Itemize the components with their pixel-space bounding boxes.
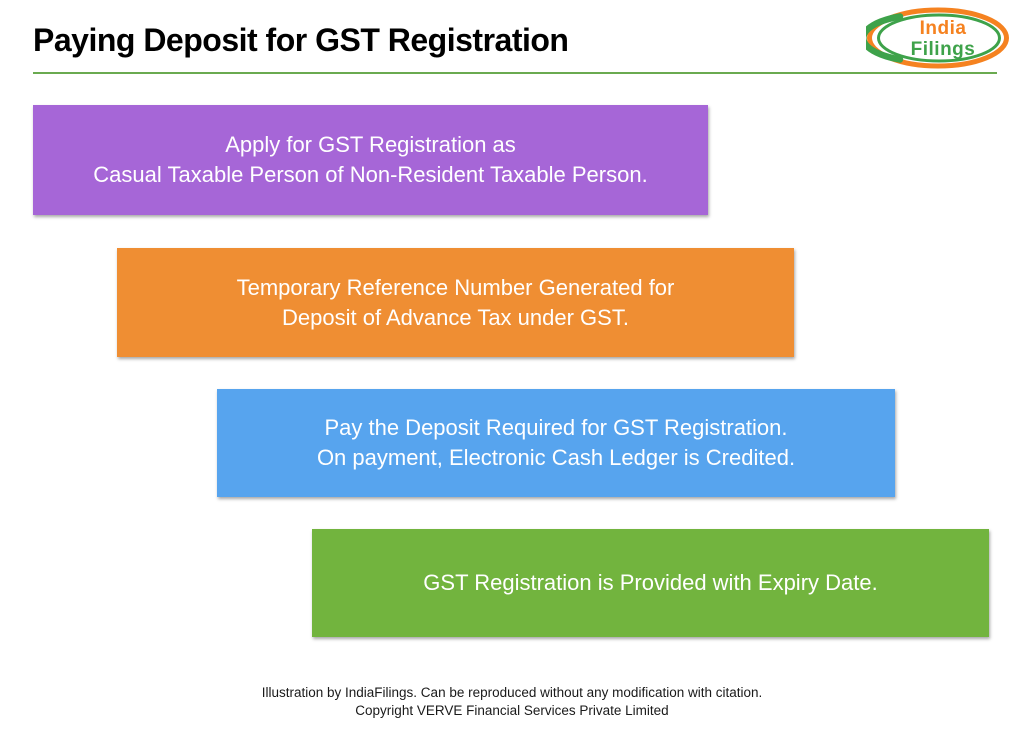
step-box-registration-provided: GST Registration is Provided with Expiry… [312, 529, 989, 637]
logo-inner-ring [877, 13, 1001, 63]
logo-outer-ring [867, 7, 1009, 69]
footer-copyright-line: Copyright VERVE Financial Services Priva… [355, 703, 669, 718]
page-title: Paying Deposit for GST Registration [33, 22, 569, 58]
step-label: GST Registration is Provided with Expiry… [423, 570, 878, 595]
india-filings-logo: India Filings [866, 7, 1009, 69]
logo-text-india: India [920, 18, 967, 39]
title-divider-line [33, 72, 997, 74]
step-label: Apply for GST Registration as Casual Tax… [93, 132, 648, 187]
step-box-pay-deposit: Pay the Deposit Required for GST Registr… [217, 389, 895, 497]
footer: Illustration by IndiaFilings. Can be rep… [0, 684, 1024, 720]
step-box-temporary-reference-number: Temporary Reference Number Generated for… [117, 248, 794, 357]
step-label: Pay the Deposit Required for GST Registr… [316, 415, 796, 470]
footer-citation-line: Illustration by IndiaFilings. Can be rep… [261, 685, 763, 700]
step-box-apply-registration: Apply for GST Registration as Casual Tax… [33, 105, 708, 215]
step-label: Temporary Reference Number Generated for… [236, 274, 675, 330]
logo-text-filings: Filings [911, 39, 976, 60]
logo-green-crescent [866, 13, 904, 63]
